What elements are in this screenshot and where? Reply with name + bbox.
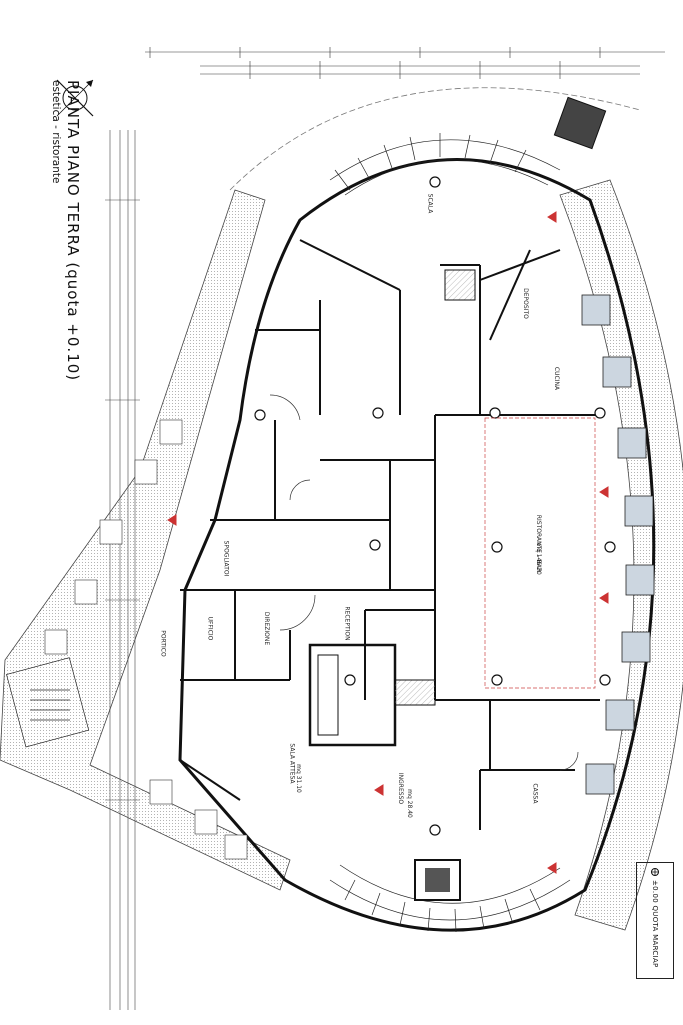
compass-rose-icon [56,79,94,117]
dimension-lines-top [145,47,665,79]
elevator-bottom [414,859,461,901]
elevator-top [553,96,607,150]
room-label-spogliatoi: SPOGLIATOI [222,540,230,577]
spiral-stair [6,657,90,748]
title-block: PIANTA PIANO TERRA (quota +0.10) estetic… [12,80,82,440]
stair-core [444,269,476,301]
room-area-restaurant: mq 146.20 [534,542,542,575]
staircase-top [329,133,561,196]
wc-block [394,679,436,706]
building-outline [178,158,656,932]
room-label-direzione: DIREZIONE [263,611,271,646]
interior-walls [179,239,600,830]
staircase-bottom [329,864,571,933]
windows-left [44,419,248,860]
room-label-reception: RECEPTION [343,606,351,641]
windows-right [581,294,655,795]
site-boundary-arc [229,87,641,191]
door-swings [269,394,579,771]
room-label-ufficio: UFFICIO [206,616,214,641]
room-label-portico: PORTICO [159,630,167,657]
room-label-cucina: CUCINA [553,366,561,391]
portico-left [0,189,291,891]
room-label-ingresso: INGRESSO [397,772,405,805]
restaurant-boundary [484,417,596,689]
terrace-right [559,179,683,931]
drawing-subtitle: estetica - ristorante [50,80,62,184]
drawing-title: PIANTA PIANO TERRA (quota +0.10) [64,80,82,382]
section-markers [167,211,609,874]
elevation-legend: ±0.00 QUOTA MARCIAP [636,862,674,979]
reception-desk [308,643,397,747]
elevation-marker-icon [651,868,659,876]
room-area-sala-attesa: mq 31.10 [294,764,302,793]
columns [254,176,616,836]
room-label-deposito: DEPOSITO [521,288,529,319]
room-label-scala: SCALA [426,193,434,214]
legend-label: ±0.00 QUOTA MARCIAP [651,880,659,968]
room-area-ingresso: mq 28.40 [405,789,413,818]
room-label-cassa: CASSA [531,783,539,804]
